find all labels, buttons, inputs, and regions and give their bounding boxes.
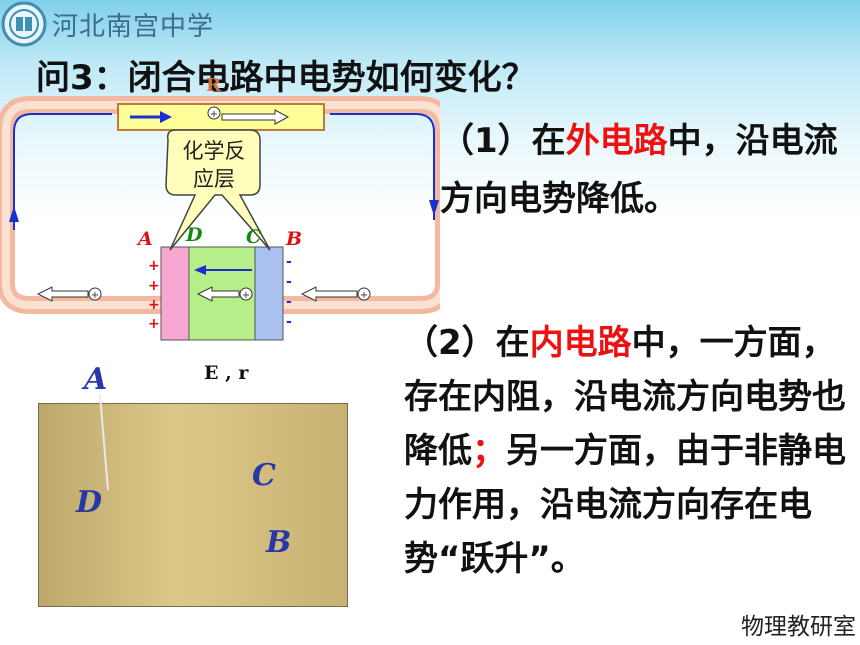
svg-text:-: - xyxy=(286,294,292,310)
bar-label-B: B xyxy=(266,525,292,560)
svg-text:-: - xyxy=(286,274,292,290)
bubble-line2: 应层 xyxy=(193,167,235,191)
svg-text:+: + xyxy=(148,316,160,332)
school-name: 河北南宫中学 xyxy=(52,12,215,42)
svg-text:-: - xyxy=(286,254,292,270)
svg-text:+: + xyxy=(148,258,160,274)
source-label: E , r xyxy=(204,362,249,384)
label-D: D xyxy=(185,224,203,246)
point-1: （1）在外电路中，沿电流方向电势降低。 xyxy=(440,121,838,219)
school-logo-icon xyxy=(1,1,47,47)
bubble-line1: 化学反 xyxy=(183,139,246,163)
svg-text:+: + xyxy=(210,109,218,120)
svg-text:-: - xyxy=(286,314,292,330)
svg-text:+: + xyxy=(360,290,368,301)
svg-text:+: + xyxy=(242,290,250,301)
bar-label-A: A xyxy=(84,362,108,397)
svg-text:+: + xyxy=(148,297,160,313)
label-B: B xyxy=(285,228,302,250)
resistor-label: R xyxy=(206,75,221,96)
bar-label-C: C xyxy=(252,458,276,493)
footer-label: 物理教研室 xyxy=(741,614,856,640)
bar-label-D: D xyxy=(76,485,103,520)
label-C: C xyxy=(246,226,261,248)
potential-bar xyxy=(38,403,348,607)
question-title: 问3：闭合电路中电势如何变化？ xyxy=(36,58,536,98)
label-A: A xyxy=(136,228,153,250)
svg-text:+: + xyxy=(148,278,160,294)
svg-text:+: + xyxy=(91,290,99,301)
circuit-diagram: + 化学反 应层 A D C B + + + + - - - - + + + xyxy=(0,96,440,341)
point-2: （2）在内电路中，一方面，存在内阻，沿电流方向电势也降低；另一方面，由于非静电力… xyxy=(404,323,846,579)
